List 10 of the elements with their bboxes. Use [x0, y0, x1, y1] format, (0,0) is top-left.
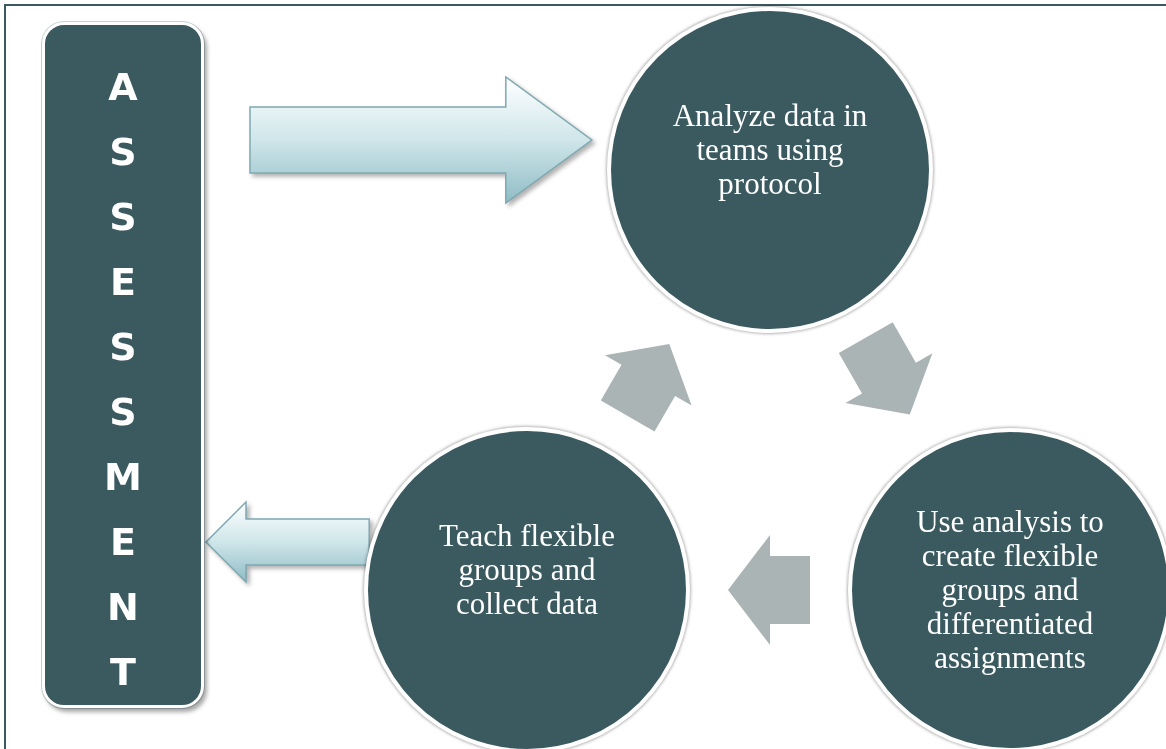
block-arrow: [728, 535, 810, 645]
block-arrow: [838, 322, 933, 415]
step-text: Analyze data in teams using protocol: [671, 99, 869, 201]
block-arrow: [204, 500, 370, 584]
block-arrow: [249, 75, 594, 205]
vertical-title: ASSESSMENT: [104, 64, 142, 696]
step-text: Teach flexible groups and collect data: [438, 519, 616, 621]
title-bar: [42, 22, 204, 708]
block-arrow: [600, 344, 692, 432]
step-text: Use analysis to create flexible groups and differentiated assignments: [915, 505, 1105, 675]
